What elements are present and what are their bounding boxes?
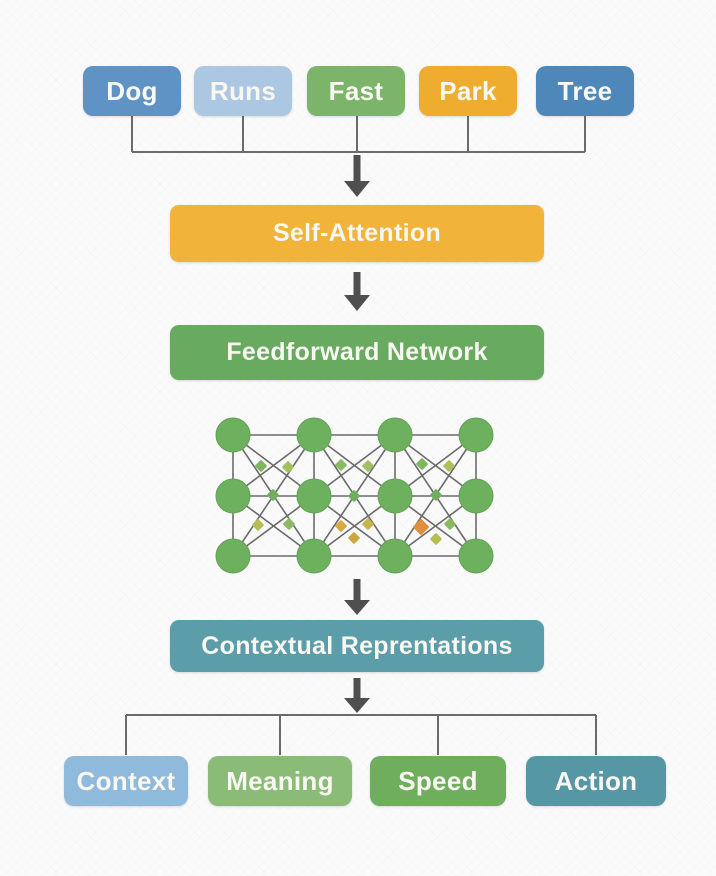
token-box-runs: Runs <box>194 66 292 116</box>
self-attention-block: Self-Attention <box>170 205 544 262</box>
output-box-speed: Speed <box>370 756 506 806</box>
output-box-action: Action <box>526 756 666 806</box>
token-box-fast: Fast <box>307 66 405 116</box>
token-box-dog: Dog <box>83 66 181 116</box>
arrow-down-icon <box>344 272 370 311</box>
arrow-down-icon <box>344 579 370 615</box>
token-box-park: Park <box>419 66 517 116</box>
feedforward-network-block: Feedforward Network <box>170 325 544 380</box>
output-box-meaning: Meaning <box>208 756 352 806</box>
token-box-tree: Tree <box>536 66 634 116</box>
token-fanin-lines <box>131 116 586 153</box>
output-box-context: Context <box>64 756 188 806</box>
contextual-representations-block: Contextual Reprentations <box>170 620 544 672</box>
arrow-down-icon <box>344 155 370 197</box>
output-fanout-lines <box>125 714 597 755</box>
arrow-down-icon <box>344 678 370 713</box>
